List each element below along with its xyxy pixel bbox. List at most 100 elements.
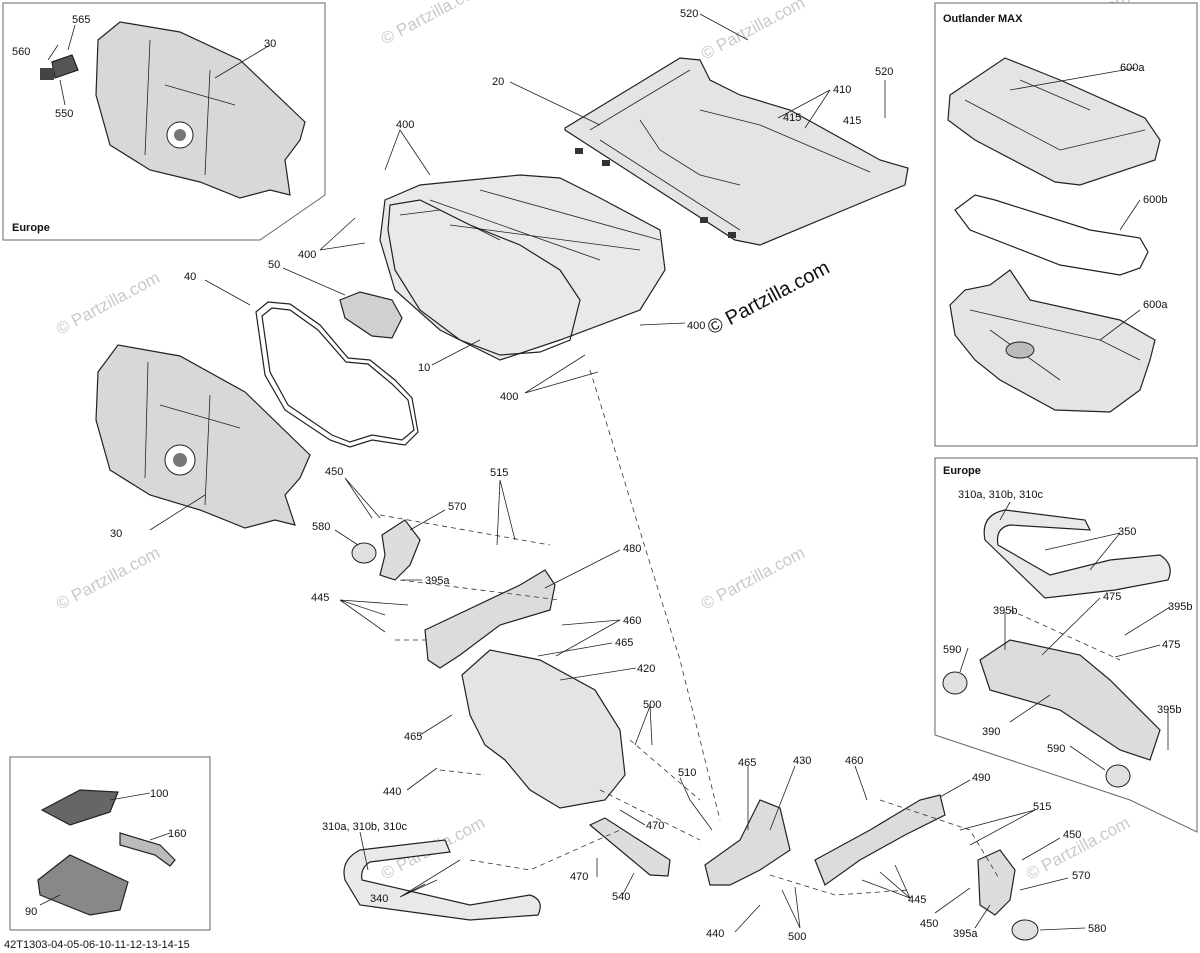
callout-415-right: 415 xyxy=(843,115,861,127)
inset-label-europe-top: Europe xyxy=(12,222,50,234)
callout-470-a: 470 xyxy=(646,820,664,832)
callout-390: 390 xyxy=(982,726,1000,738)
storage-box xyxy=(379,174,666,361)
footer-code: 42T1303-04-05-06-10-11-12-13-14-15 xyxy=(4,939,190,951)
callout-310-europe: 310a, 310b, 310c xyxy=(958,489,1044,501)
callout-600a-box: 600a xyxy=(1143,299,1168,311)
cap-580b xyxy=(1011,919,1039,941)
bracket-430 xyxy=(704,799,791,886)
callout-430: 430 xyxy=(793,755,811,767)
rail-lower xyxy=(343,839,541,921)
latch xyxy=(339,291,403,339)
plug-590a xyxy=(942,671,968,695)
watermark-main: © Partzilla.com xyxy=(704,257,833,340)
callout-580-b: 580 xyxy=(1088,923,1106,935)
callout-450-c: 450 xyxy=(920,918,938,930)
callout-590-b: 590 xyxy=(1047,743,1065,755)
callout-600b: 600b xyxy=(1143,194,1167,206)
callout-565: 565 xyxy=(72,14,90,26)
callout-500: 500 xyxy=(643,699,661,711)
callout-410: 410 xyxy=(833,84,851,96)
watermark: © Partzilla.com xyxy=(378,0,488,49)
callout-600a-lid: 600a xyxy=(1120,62,1145,74)
watermark: © Partzilla.com xyxy=(698,543,808,614)
callout-30-main: 30 xyxy=(110,528,122,540)
callout-570: 570 xyxy=(448,501,466,513)
callout-350: 350 xyxy=(1118,526,1136,538)
max-seal xyxy=(954,194,1149,276)
callout-400-top: 400 xyxy=(396,119,414,131)
callout-490: 490 xyxy=(972,772,990,784)
callout-475-b: 475 xyxy=(1162,639,1180,651)
callouts: 565 560 550 30 520 520 20 410 415 415 40… xyxy=(12,8,1192,943)
tools xyxy=(37,789,176,916)
callout-400-bottom: 400 xyxy=(500,391,518,403)
max-box xyxy=(949,269,1156,413)
front-cover-europe xyxy=(40,21,306,199)
callout-460-b: 460 xyxy=(845,755,863,767)
callout-465-c: 465 xyxy=(738,757,756,769)
callout-400-left: 400 xyxy=(298,249,316,261)
callout-515: 515 xyxy=(490,467,508,479)
callout-395a: 395a xyxy=(425,575,450,587)
callout-10: 10 xyxy=(418,362,430,374)
europe-bracket xyxy=(979,639,1161,761)
callout-310-lower: 310a, 310b, 310c xyxy=(322,821,408,833)
callout-460: 460 xyxy=(623,615,641,627)
callout-515-b: 515 xyxy=(1033,801,1051,813)
callout-420: 420 xyxy=(637,663,655,675)
callout-440: 440 xyxy=(383,786,401,798)
callout-465-a: 465 xyxy=(615,637,633,649)
callout-440-b: 440 xyxy=(706,928,724,940)
callout-480: 480 xyxy=(623,543,641,555)
seal-gasket xyxy=(255,301,419,448)
callout-520-top: 520 xyxy=(680,8,698,20)
watermark: © Partzilla.com xyxy=(53,268,163,339)
bracket-540 xyxy=(588,817,671,877)
callout-520-right: 520 xyxy=(875,66,893,78)
callout-340: 340 xyxy=(370,893,388,905)
callout-50: 50 xyxy=(268,259,280,271)
callout-510: 510 xyxy=(678,767,696,779)
leader-lines xyxy=(39,13,1171,933)
callout-395b-low: 395b xyxy=(1157,704,1181,716)
callout-450: 450 xyxy=(325,466,343,478)
callout-475-top: 475 xyxy=(1103,591,1121,603)
callout-415-left: 415 xyxy=(783,112,801,124)
callout-100: 100 xyxy=(150,788,168,800)
callout-30-top: 30 xyxy=(264,38,276,50)
callout-20: 20 xyxy=(492,76,504,88)
watermark: © Partzilla.com xyxy=(698,0,808,64)
callout-590-a: 590 xyxy=(943,644,961,656)
max-lid xyxy=(947,57,1161,186)
callout-395b-left: 395b xyxy=(993,605,1017,617)
callout-400-right: 400 xyxy=(687,320,705,332)
callout-40: 40 xyxy=(184,271,196,283)
inset-label-outlander-max: Outlander MAX xyxy=(943,13,1023,25)
watermark: © Partzilla.com xyxy=(53,543,163,614)
callout-445: 445 xyxy=(311,592,329,604)
callout-395b-right: 395b xyxy=(1168,601,1192,613)
callout-445-b: 445 xyxy=(908,894,926,906)
callout-560: 560 xyxy=(12,46,30,58)
plate-570 xyxy=(379,519,421,581)
callout-500-b: 500 xyxy=(788,931,806,943)
europe-rail xyxy=(983,509,1171,599)
callout-470-b: 470 xyxy=(570,871,588,883)
cross-member-490 xyxy=(814,794,946,886)
callout-580: 580 xyxy=(312,521,330,533)
callout-160: 160 xyxy=(168,828,186,840)
cap-580 xyxy=(351,542,377,564)
plug-590b xyxy=(1105,764,1131,788)
callout-465-b: 465 xyxy=(404,731,422,743)
fender-420 xyxy=(461,649,626,809)
rack-cover xyxy=(564,57,909,246)
inset-label-europe-right: Europe xyxy=(943,465,981,477)
callout-570-b: 570 xyxy=(1072,870,1090,882)
cross-member-480 xyxy=(424,569,556,669)
callout-540: 540 xyxy=(612,891,630,903)
callout-395a-b: 395a xyxy=(953,928,978,940)
plate-570b xyxy=(977,849,1016,916)
assembly-lines xyxy=(379,369,1121,896)
callout-450-b: 450 xyxy=(1063,829,1081,841)
